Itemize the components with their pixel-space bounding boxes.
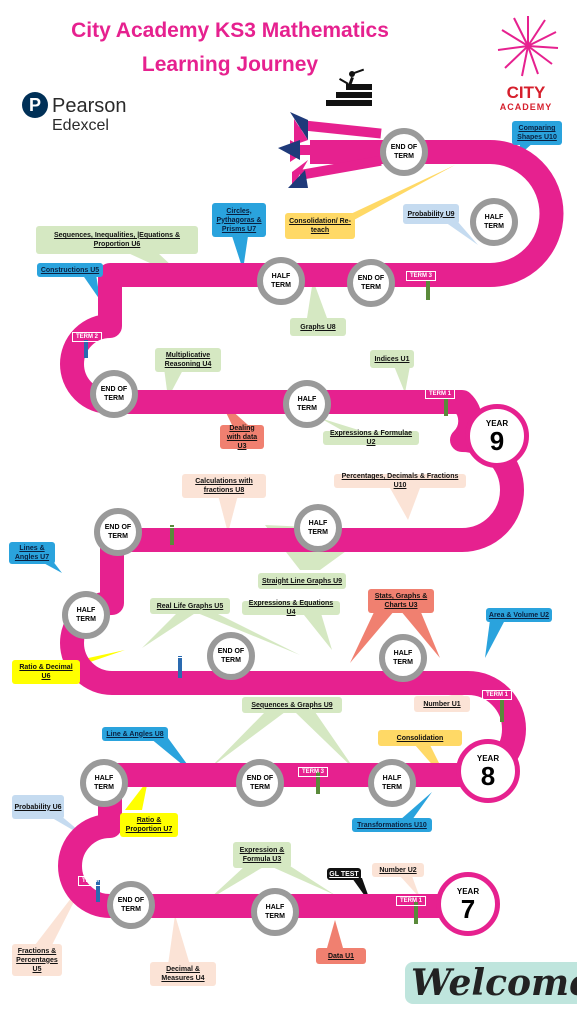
stairs-runner-icon: [326, 68, 372, 106]
sign-y8-term2: TERM 2: [156, 648, 187, 658]
topic-lines-angles-u7: Lines & Angles U7: [9, 542, 55, 564]
topic-probability-u6: Probability U6: [12, 795, 64, 819]
stop-y9-end-left: END OF TERM: [90, 370, 138, 418]
topic-consolidation: Consolidation: [378, 730, 462, 746]
topic-stats-graphs: Stats, Graphs & Charts U3: [368, 589, 434, 613]
topic-comparing-shapes: Comparing Shapes U10: [512, 121, 562, 145]
stop-y8-half-left: HALF TERM: [62, 591, 110, 639]
topic-sequences-u6: Sequences, Inequalities, |Equations & Pr…: [36, 226, 198, 254]
stop-y8-half-right: HALF TERM: [379, 634, 427, 682]
topic-graphs-u8: Graphs U8: [290, 318, 346, 336]
year-9-label: YEAR: [485, 418, 509, 428]
page-title: City Academy KS3 Mathematics: [71, 19, 389, 42]
topic-expressions-formulae: Expressions & Formulae U2: [323, 430, 419, 446]
sign-y7-term3: TERM 3: [298, 767, 329, 777]
sign-y8-term1: TERM 1: [482, 690, 513, 700]
stop-y9-half-low: HALF TERM: [283, 380, 331, 428]
topic-transformations: Transformations U10: [352, 818, 432, 832]
year-7-number: 7: [460, 893, 476, 924]
topic-dealing-data: Dealing with data U3: [220, 425, 264, 450]
topic-gl-test: GL TEST: [327, 868, 361, 880]
stop-y8-end-top: END OF TERM: [94, 508, 142, 556]
edexcel-label: Edexcel: [52, 117, 109, 134]
topic-line-angles-u8: Line & Angles U8: [102, 727, 168, 741]
pearson-logo-icon: P: [22, 92, 48, 118]
year-7-badge: YEAR 7: [436, 872, 500, 936]
year-8-badge: YEAR 8: [456, 739, 520, 803]
topic-expression-formula-u3: Expression & Formula U3: [233, 842, 291, 868]
term-sign-posts: [84, 280, 504, 924]
welcome-banner: Welcome: [405, 962, 577, 1004]
topic-number-u1: Number U1: [414, 696, 470, 712]
stop-y9-end-mid: END OF TERM: [347, 259, 395, 307]
sign-y9-term2: TERM 2: [72, 332, 103, 342]
stop-y9-half-mid: HALF TERM: [257, 257, 305, 305]
stop-y7-end-mid: END OF TERM: [236, 759, 284, 807]
start-arrows: [278, 112, 382, 188]
topic-number-u2: Number U2: [372, 863, 424, 877]
topic-constructions: Constructions U5: [37, 263, 103, 277]
topic-decimal-measures: Decimal & Measures U4: [150, 962, 216, 986]
topic-sequences-graphs: Sequences & Graphs U9: [242, 697, 342, 713]
stop-y8-half-mid: HALF TERM: [294, 504, 342, 552]
page-subtitle: Learning Journey: [141, 53, 319, 76]
topic-fractions-perc: Fractions & Percentages U5: [12, 944, 62, 976]
city-label: CITY: [506, 83, 546, 102]
sign-y9-term3: TERM 3: [406, 271, 437, 281]
stop-y9-end-top: END OF TERM: [380, 128, 428, 176]
year-8-number: 8: [480, 760, 496, 791]
year-7-label: YEAR: [456, 886, 480, 896]
academy-label: ACADEMY: [499, 102, 553, 112]
topic-ratio-decimal: Ratio & Decimal U6: [12, 660, 80, 684]
stop-y7-half-top: HALF TERM: [80, 759, 128, 807]
stop-y7-half-low: HALF TERM: [251, 888, 299, 936]
topic-ratio-prop: Ratio & Proportion U7: [120, 813, 178, 837]
topic-consolidation-reteach: Consolidation/ Re-teach: [285, 213, 355, 239]
sign-y7-term1: TERM 1: [396, 896, 427, 906]
topic-indices: Indices U1: [370, 350, 414, 368]
topic-circles: Circles, Pythagoras & Prisms U7: [212, 203, 266, 237]
topic-straight-line: Straight Line Graphs U9: [258, 573, 346, 589]
topic-multiplicative: Multiplicative Reasoning U4: [155, 348, 221, 372]
stop-y7-half-right: HALF TERM: [368, 759, 416, 807]
stop-y7-end-left: END OF TERM: [107, 881, 155, 929]
topic-calc-fractions: Calculations with fractions U8: [182, 474, 266, 498]
year-8-label: YEAR: [476, 753, 500, 763]
topic-area-volume: Area & Volume U2: [486, 608, 552, 622]
sign-y9-term1: TERM 1: [425, 389, 456, 399]
sign-y7-term2: TERM 2: [78, 876, 109, 886]
stop-y9-half-top: HALF TERM: [470, 198, 518, 246]
stop-y8-end-mid: END OF TERM: [207, 632, 255, 680]
topic-real-life: Real Life Graphs U5: [150, 598, 230, 614]
sign-y8-term3: TERM 3: [153, 518, 184, 528]
year-9-badge: YEAR 9: [465, 404, 529, 468]
year-9-number: 9: [489, 425, 505, 456]
topic-data-u1: Data U1: [316, 948, 366, 964]
topic-expressions-eq: Expressions & Equations U4: [242, 600, 340, 616]
topic-probability-u9: Probability U9: [403, 204, 459, 224]
city-academy-logo-icon: [497, 16, 559, 77]
topic-percentages-u10: Percentages, Decimals & Fractions U10: [334, 473, 466, 489]
pearson-label: Pearson: [52, 95, 127, 117]
